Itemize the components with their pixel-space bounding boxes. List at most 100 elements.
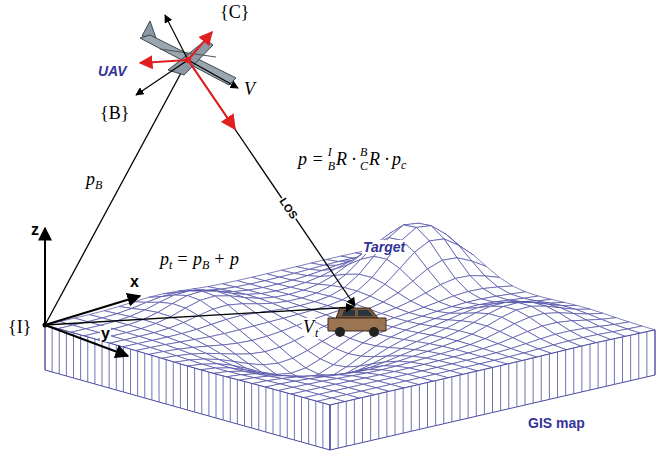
uav-rotor (160, 49, 216, 57)
wall-rib (655, 330, 656, 375)
map-label: GIS map (528, 416, 585, 430)
wall-rib (102, 341, 103, 386)
wall-rib (338, 403, 339, 448)
wall-rib (273, 389, 274, 434)
wall-rib (187, 366, 188, 410)
wall-rib (151, 355, 152, 400)
uav-center-dot (185, 57, 191, 63)
wall-rib (244, 382, 245, 426)
pb-vector (45, 60, 188, 325)
car-wheel (335, 327, 345, 337)
wall-rib (159, 358, 160, 402)
wall-rib (166, 360, 167, 404)
z-axis (44, 228, 46, 325)
frame-label: {I} (8, 318, 31, 336)
wall-rib (52, 327, 53, 372)
wall-rib (427, 383, 428, 428)
wall-rib (590, 344, 591, 390)
wall-rib (180, 364, 181, 408)
wall-rib (130, 349, 131, 394)
line-label: LOS (277, 195, 300, 222)
camera-axis (188, 60, 235, 129)
math-symbol: = p (176, 250, 202, 268)
wall-rib (137, 351, 138, 396)
wall-rib (315, 401, 316, 446)
wall-rib (565, 350, 566, 396)
wall-rib (251, 383, 252, 428)
wall-rib (451, 377, 452, 422)
wall-rib (411, 386, 412, 431)
math-symbol: + p (213, 250, 239, 268)
target-car (328, 308, 386, 337)
math-symbol: p = (298, 150, 324, 168)
wall-rib (484, 369, 485, 414)
object-label: Target (362, 240, 406, 254)
origin-dot (43, 323, 48, 328)
wall-rib (549, 354, 550, 399)
velocity-arrow (188, 60, 238, 88)
wall-rib (73, 333, 74, 378)
wall-rib (525, 360, 526, 405)
wall-rib (614, 339, 615, 385)
math-symbol: R · (369, 150, 389, 168)
frame-label: {C} (220, 3, 249, 21)
wall-rib (581, 346, 582, 392)
uav-fuselage (140, 35, 236, 85)
wall-rib (533, 358, 534, 403)
math-symbol: p (392, 150, 401, 168)
math-index: B (360, 146, 367, 158)
wall-rib (201, 370, 202, 414)
math-index: B (328, 160, 335, 172)
wall-rib (443, 379, 444, 424)
wall-rib (646, 332, 647, 377)
wall-rib (308, 399, 309, 444)
wall-rib (208, 372, 209, 416)
math-index: C (360, 160, 368, 172)
wall-rib (435, 381, 436, 426)
wall-rib (622, 337, 623, 383)
wall-rib (237, 380, 238, 424)
wall-rib (573, 348, 574, 394)
axis-label: x (130, 274, 139, 290)
frame-label: {B} (100, 104, 129, 122)
uav-aircraft (140, 21, 236, 85)
wall-rib (403, 388, 404, 433)
wall-rib (598, 342, 599, 388)
math-index: t (169, 259, 172, 271)
los-line (188, 60, 355, 306)
wall-rib (395, 390, 396, 435)
frame-c-axis (165, 15, 188, 60)
wall-rib (287, 393, 288, 438)
wall-rib (59, 329, 60, 374)
wall-rib (330, 405, 331, 450)
wall-rib (265, 387, 266, 432)
wall-rib (280, 391, 281, 436)
wall-rib (362, 398, 363, 443)
wall-face (330, 330, 655, 450)
wall-rib (638, 333, 639, 378)
wall-rib (223, 376, 224, 420)
wall-rib (419, 384, 420, 429)
wall-rib (541, 356, 542, 401)
wall-rib (144, 353, 145, 398)
wall-rib (94, 339, 95, 384)
wall-rib (66, 331, 67, 376)
wall-rib (508, 364, 509, 409)
math-symbol: p (160, 250, 169, 268)
car-roof (336, 308, 378, 318)
math-symbol: p (86, 170, 95, 188)
wall-rib (346, 401, 347, 446)
wall-rib (216, 374, 217, 418)
wall-rib (194, 368, 195, 412)
car-window (342, 310, 373, 316)
wall-rib (492, 368, 493, 413)
wall-rib (322, 403, 323, 448)
math-symbol: R · (336, 150, 356, 168)
wall-rib (606, 340, 607, 386)
wall-rib (173, 362, 174, 406)
wall-rib (378, 394, 379, 439)
wall-rib (386, 392, 387, 437)
math-index: B (95, 179, 102, 191)
